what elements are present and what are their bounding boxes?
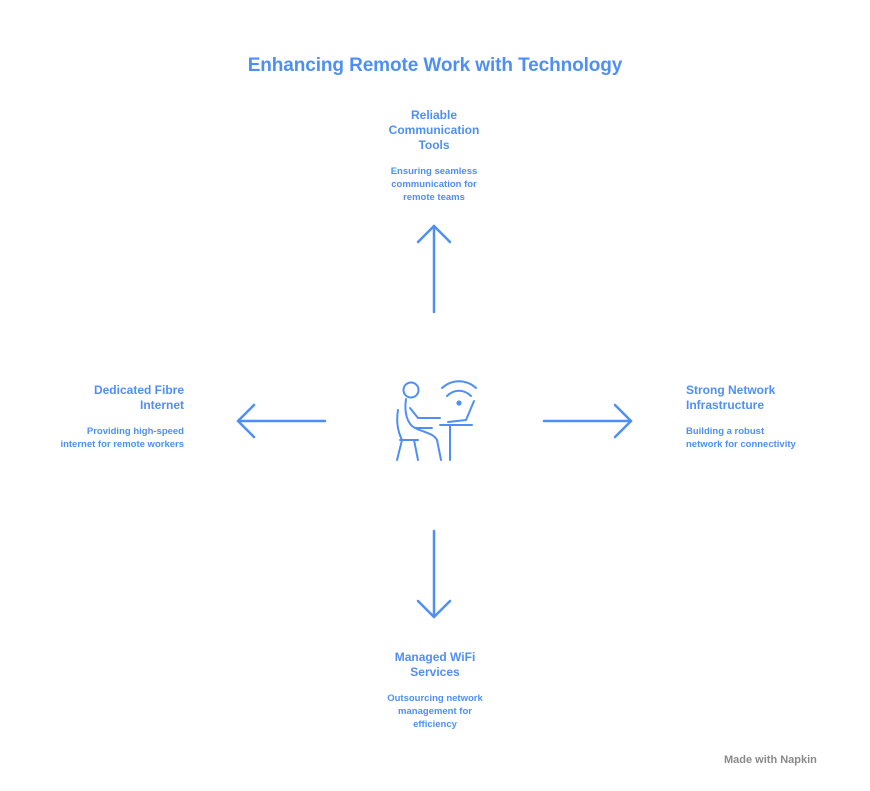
arrow-up-icon <box>416 224 452 314</box>
node-description: Outsourcing network management for effic… <box>387 693 483 730</box>
arrow-down-icon <box>416 529 452 619</box>
node-description: Providing high-speed internet for remote… <box>60 426 184 450</box>
node-reliable-communication-tools: Reliable Communication Tools Ensuring se… <box>369 108 499 204</box>
arrow-right-icon <box>542 403 633 439</box>
arrow-left-icon <box>236 403 327 439</box>
node-dedicated-fibre-internet: Dedicated Fibre Internet Providing high-… <box>60 383 184 451</box>
made-with-napkin-credit: Made with Napkin <box>724 754 817 766</box>
node-heading: Strong Network Infrastructure <box>686 383 776 412</box>
remote-worker-wifi-icon <box>396 380 477 461</box>
node-description: Building a robust network for connectivi… <box>686 426 796 450</box>
diagram-title: Enhancing Remote Work with Technology <box>247 55 623 76</box>
node-strong-network-infrastructure: Strong Network Infrastructure Building a… <box>686 383 796 451</box>
node-heading: Reliable Communication Tools <box>388 108 480 152</box>
node-heading: Managed WiFi Services <box>394 650 476 679</box>
node-description: Ensuring seamless communication for remo… <box>390 166 478 203</box>
node-managed-wifi-services: Managed WiFi Services Outsourcing networ… <box>370 650 500 731</box>
node-heading: Dedicated Fibre Internet <box>93 383 184 412</box>
